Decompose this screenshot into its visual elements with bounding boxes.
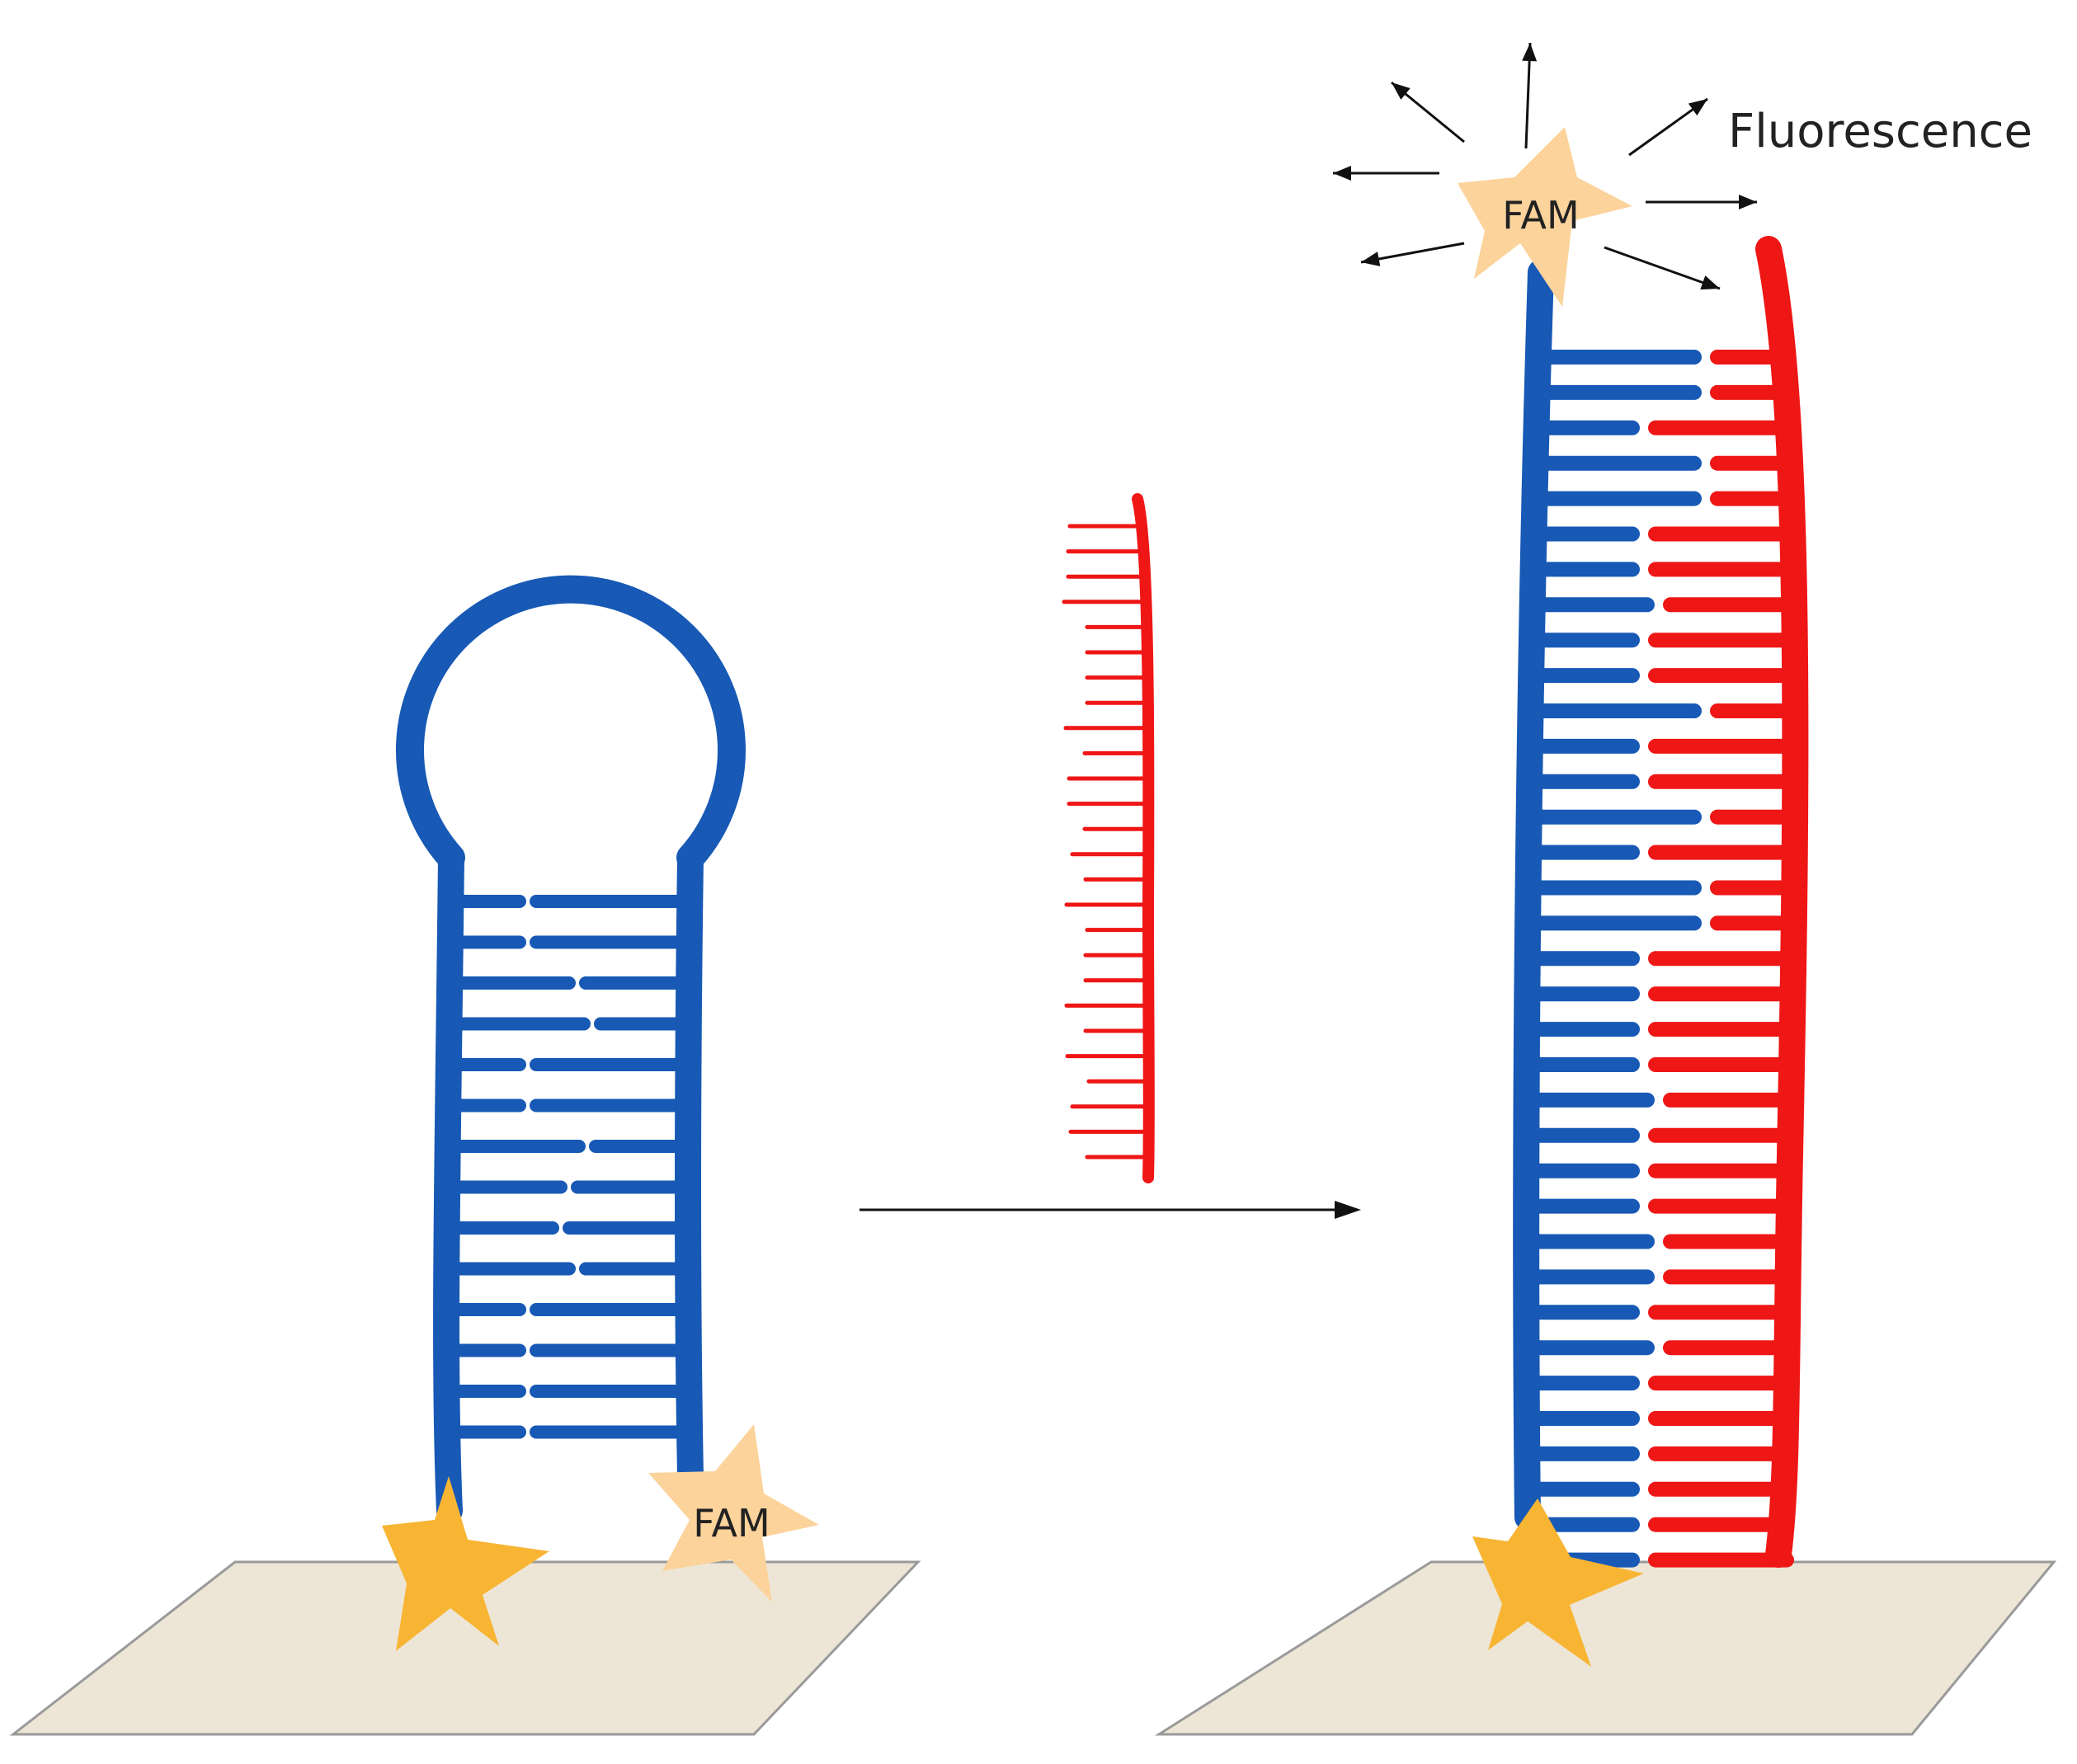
fam-star-icon-quenched: [648, 1424, 819, 1602]
arrow-icon: [1739, 195, 1757, 209]
anchor-star-icon-right: [1472, 1498, 1644, 1667]
arrow-icon: [1688, 99, 1707, 116]
fluorescence-emission: [1333, 42, 1757, 290]
left-panel: FAM: [9, 575, 921, 1736]
hairpin-stem-pairs: [449, 895, 690, 1439]
anchor-star-icon-left: [382, 1476, 549, 1651]
duplex-base-pairs: [1530, 350, 1794, 1568]
fam-label-emitting: FAM: [1502, 193, 1579, 238]
target-base-ticks: [1062, 524, 1146, 1160]
fam-label-quenched: FAM: [693, 1501, 770, 1545]
right-panel: FAM Fluorescence: [1154, 42, 2057, 1736]
emission-ray: [1604, 246, 1721, 290]
target-strand-free: [1062, 493, 1155, 1183]
duplex-target-strand: [1755, 236, 1809, 1568]
arrow-right-icon: [1335, 1201, 1361, 1219]
hairpin-left-strand: [433, 844, 464, 1524]
reaction-arrow-icon: [860, 1201, 1361, 1219]
arrow-icon: [1700, 275, 1720, 290]
arrow-icon: [1361, 252, 1381, 266]
hairpin-probe: [396, 575, 746, 1524]
arrow-icon: [1392, 82, 1411, 100]
fam-star-icon-emitting: [1458, 127, 1632, 307]
surface-right: [1154, 1560, 2057, 1736]
target-backbone: [1132, 493, 1155, 1183]
duplex-probe-strand: [1513, 259, 1554, 1531]
arrow-icon: [1522, 43, 1538, 62]
arrow-icon: [1333, 166, 1351, 181]
fluorescence-label: Fluorescence: [1728, 105, 2032, 158]
hairpin-loop: [396, 575, 746, 872]
hairpin-right-strand: [674, 844, 704, 1489]
